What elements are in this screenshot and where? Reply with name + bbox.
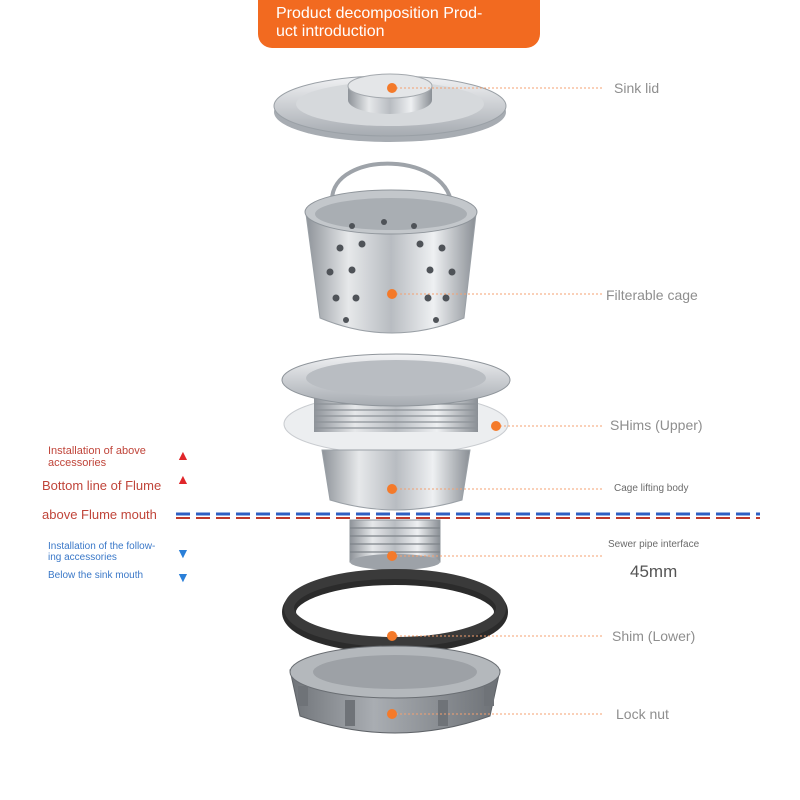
label-size: 45mm bbox=[630, 562, 678, 581]
callout-dot-icon bbox=[387, 83, 501, 719]
note-below-install-line2: ing accessories bbox=[48, 552, 117, 563]
sink-lid bbox=[273, 73, 507, 142]
label-sewer-interface: Sewer pipe interface bbox=[608, 539, 700, 550]
label-shim-lower: Shim (Lower) bbox=[612, 628, 696, 644]
arrow-up-icon: ▲ bbox=[176, 471, 190, 487]
label-cage-body: Cage lifting body bbox=[614, 483, 689, 494]
note-above-install-line2: accessories bbox=[48, 457, 107, 469]
arrow-down-icon: ▼ bbox=[176, 545, 190, 561]
note-flume-mouth: above Flume mouth bbox=[42, 507, 157, 522]
label-filter-cage: Filterable cage bbox=[606, 287, 698, 303]
note-above-install-line1: Installation of above bbox=[48, 445, 146, 457]
title-line-2: uct introduction bbox=[276, 23, 385, 40]
label-lock-nut: Lock nut bbox=[616, 706, 669, 722]
arrow-up-icon: ▲ bbox=[176, 447, 190, 463]
arrow-down-icon: ▼ bbox=[176, 569, 190, 585]
note-below-sink: Below the sink mouth bbox=[48, 570, 144, 581]
note-above-install: Installation of above accessories bbox=[48, 445, 146, 469]
flume-line bbox=[176, 512, 760, 519]
filter-cage bbox=[304, 161, 478, 334]
note-below-install-line1: Installation of the follow- bbox=[48, 541, 156, 552]
label-shims-upper: SHims (Upper) bbox=[610, 417, 703, 433]
cage-lifting-body bbox=[281, 353, 511, 570]
lock-nut bbox=[289, 645, 501, 734]
note-below-install: Installation of the follow- ing accessor… bbox=[48, 541, 155, 563]
label-sink-lid: Sink lid bbox=[614, 80, 660, 96]
callout-lines bbox=[392, 87, 602, 715]
title-line-1: Product decomposition Prod- bbox=[276, 5, 483, 22]
title-badge: Product decomposition Prod- uct introduc… bbox=[258, 0, 540, 48]
note-bottom-line: Bottom line of Flume bbox=[42, 478, 162, 493]
